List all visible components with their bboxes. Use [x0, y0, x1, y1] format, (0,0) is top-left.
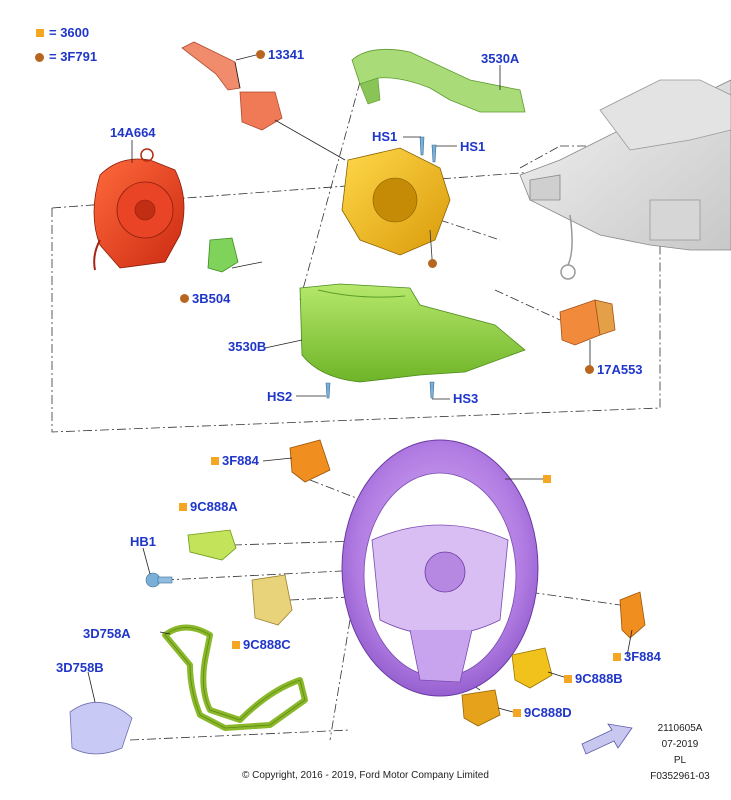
screw-hs2	[325, 382, 331, 399]
stamp-ref: F0352961-03	[650, 771, 710, 782]
callout-9c888b: 9C888B	[575, 671, 623, 686]
legend-3f791: = 3F791	[49, 49, 98, 64]
callout-3530b: 3530B	[228, 339, 267, 354]
steering-switch-housing	[341, 147, 451, 259]
callout-14a664: 14A664	[110, 125, 156, 140]
direction-arrow-icon	[581, 723, 633, 755]
steering-column	[519, 79, 731, 280]
legend-3600: = 3600	[49, 25, 90, 40]
marker-3600	[564, 675, 572, 683]
marker-3600	[232, 641, 240, 649]
upper-column-shroud	[351, 48, 526, 113]
clock-spring	[93, 148, 185, 271]
callout-hs3: HS3	[453, 391, 479, 406]
callout-hb1: HB1	[130, 534, 157, 549]
copyright-notice: © Copyright, 2016 - 2019, Ford Motor Com…	[242, 770, 489, 781]
steering-wheel	[341, 439, 539, 697]
switch-9c888d	[461, 689, 501, 727]
callout-9c888d: 9C888D	[524, 705, 572, 720]
legend-circle-marker	[35, 53, 44, 62]
paddle-3f884-right	[619, 591, 646, 639]
callout-hs1-right: HS1	[460, 139, 486, 154]
callout-9c888a: 9C888A	[190, 499, 238, 514]
callout-3b504: 3B504	[192, 291, 231, 306]
marker-3f791	[256, 50, 265, 59]
marker-3600	[211, 457, 219, 465]
switch-9c888b	[511, 647, 553, 689]
leader-lines	[87, 54, 633, 713]
stamp-date: 07-2019	[661, 739, 699, 750]
marker-3600	[543, 475, 551, 483]
turn-signal-lever	[181, 41, 283, 131]
switch-9c888c	[251, 574, 293, 626]
screws-hs1	[419, 136, 437, 163]
stamp-region: PL	[673, 755, 687, 766]
marker-3f791	[428, 259, 437, 268]
marker-3f791	[585, 365, 594, 374]
bolt-hb1	[145, 572, 173, 588]
stamp-id: 2110605A	[657, 723, 703, 734]
cover-3d758b	[69, 701, 133, 755]
callout-3d758b: 3D758B	[56, 660, 104, 675]
callout-3f884-top: 3F884	[222, 453, 259, 468]
screw-hs3	[429, 381, 435, 399]
part-17a553	[559, 299, 616, 346]
marker-3600	[513, 709, 521, 717]
paddle-3f884-left	[289, 439, 331, 483]
marker-3f791	[180, 294, 189, 303]
switch-9c888a	[187, 529, 237, 561]
marker-3600	[179, 503, 187, 511]
part-3b504	[207, 237, 239, 273]
callout-13341: 13341	[268, 47, 305, 62]
callout-17a553: 17A553	[597, 362, 643, 377]
legend-square-marker	[36, 29, 44, 37]
callout-3530a: 3530A	[481, 51, 520, 66]
callout-9c888c: 9C888C	[243, 637, 291, 652]
callout-3f884-right: 3F884	[624, 649, 661, 664]
callout-hs2: HS2	[267, 389, 293, 404]
lower-column-shroud	[299, 283, 526, 383]
marker-3600	[613, 653, 621, 661]
callout-3d758a: 3D758A	[83, 626, 131, 641]
callout-hs1-left: HS1	[372, 129, 398, 144]
